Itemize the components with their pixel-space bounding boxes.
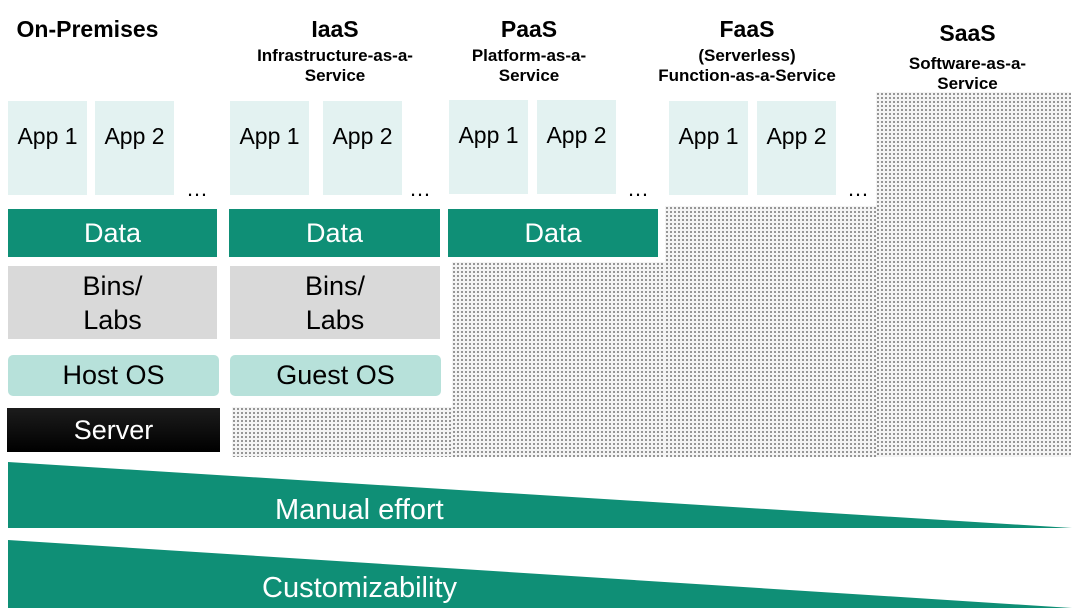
header-saas: SaaS Software-as-a-Service [890,20,1045,94]
more-apps-ellipsis: … [186,176,209,201]
header-paas: PaaS Platform-as-a-Service [450,16,608,86]
header-subtitle: Function-as-a-Service [658,65,836,85]
app-1-iaas: App 1 [230,101,309,195]
app-1-on-premises: App 1 [8,101,87,195]
app-2-iaas: App 2 [323,101,402,195]
header-subtitle: Software-as-a-Service [908,53,1027,93]
header-title: IaaS [311,16,359,42]
header-title: On-Premises [16,16,159,42]
host-os-layer: Host OS [8,355,219,396]
app-2-on-premises: App 2 [95,101,174,195]
server-layer: Server [7,408,220,452]
data-layer-iaas: Data [229,209,440,257]
app-2-faas: App 2 [757,101,836,195]
header-iaas: IaaS Infrastructure-as-a-Service [230,16,440,86]
app-1-paas: App 1 [449,100,528,194]
iaas-managed-area [232,407,452,457]
header-title: SaaS [939,20,996,46]
data-layer-paas: Data [448,209,658,257]
manual-effort-label: Manual effort [275,494,444,526]
header-subtitle-serverless: (Serverless) [698,45,796,65]
paas-managed-area [452,262,665,457]
customizability-label: Customizability [262,572,457,604]
app-2-paas: App 2 [537,100,616,194]
app-1-faas: App 1 [669,101,748,195]
header-faas: FaaS (Serverless) Function-as-a-Service [632,16,862,86]
bins-labs-label: Bins/ Labs [304,271,366,335]
more-apps-ellipsis: … [847,176,870,201]
header-subtitle: Infrastructure-as-a-Service [257,45,413,85]
manual-effort-wedge [8,462,1072,528]
header-subtitle: Platform-as-a-Service [471,45,587,85]
guest-os-layer: Guest OS [230,355,441,396]
bins-labs-label: Bins/ Labs [82,271,143,335]
header-title: FaaS [719,16,775,42]
saas-managed-area [876,92,1071,457]
header-on-premises: On-Premises [0,16,175,44]
more-apps-ellipsis: … [627,176,650,201]
customizability-wedge [8,540,1072,608]
header-title: PaaS [500,16,558,42]
data-layer-on-premises: Data [8,209,217,257]
bins-labs-layer-iaas: Bins/ Labs [230,266,440,339]
faas-managed-area [665,206,876,457]
more-apps-ellipsis: … [409,176,432,201]
bins-labs-layer-on-premises: Bins/ Labs [8,266,217,339]
